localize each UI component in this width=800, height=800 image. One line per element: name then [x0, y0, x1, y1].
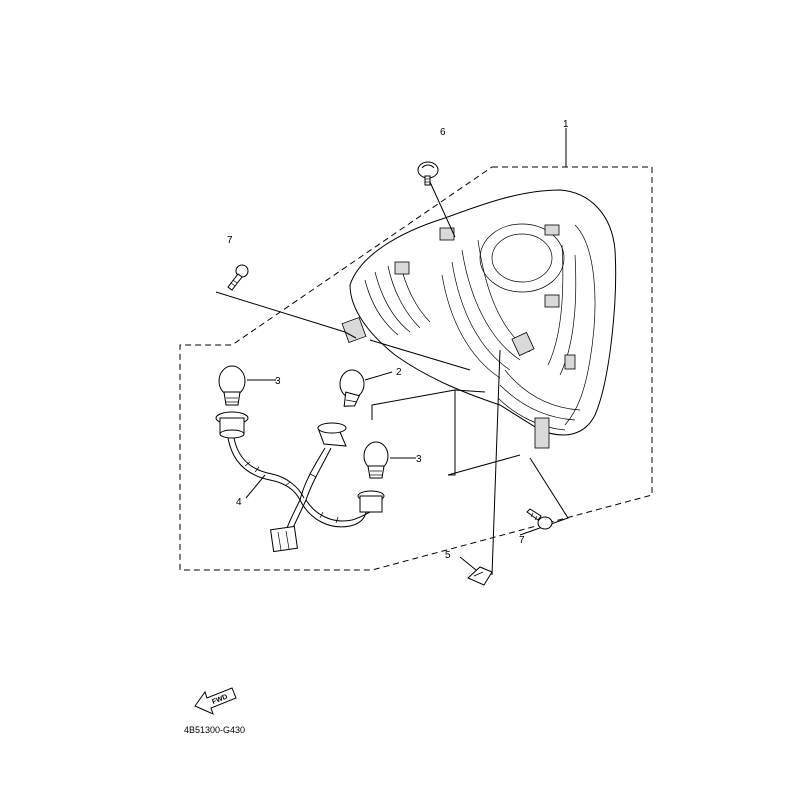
callout-4: 4: [236, 497, 242, 508]
screw-part-6: [417, 161, 439, 186]
callout-7-lower: 7: [519, 535, 525, 546]
callout-2: 2: [396, 367, 402, 378]
bulb-part-2: [339, 369, 365, 407]
drawing-code: 4B51300-G430: [184, 725, 245, 735]
callout-1: 1: [563, 119, 569, 130]
leader-lines: [215, 128, 569, 576]
callout-3-lower: 3: [416, 454, 422, 465]
assembly-boundary: [179, 166, 653, 571]
wire-harness-part-4: [215, 411, 385, 553]
callout-3-upper: 3: [275, 376, 281, 387]
bulb-part-3-upper: [218, 365, 246, 406]
callout-labels: 1 2 3 3 4 5 6 7 7: [227, 119, 569, 561]
fwd-arrow-icon: FWD: [194, 687, 237, 715]
callout-6: 6: [440, 127, 446, 138]
clip-nut-part-5: [467, 566, 493, 586]
callout-5: 5: [445, 550, 451, 561]
bulb-part-3-lower: [363, 441, 389, 479]
screw-part-7-lower: [526, 508, 553, 530]
callout-7-upper: 7: [227, 235, 233, 246]
screw-part-7-upper: [227, 264, 249, 291]
taillight-housing: [341, 189, 617, 449]
